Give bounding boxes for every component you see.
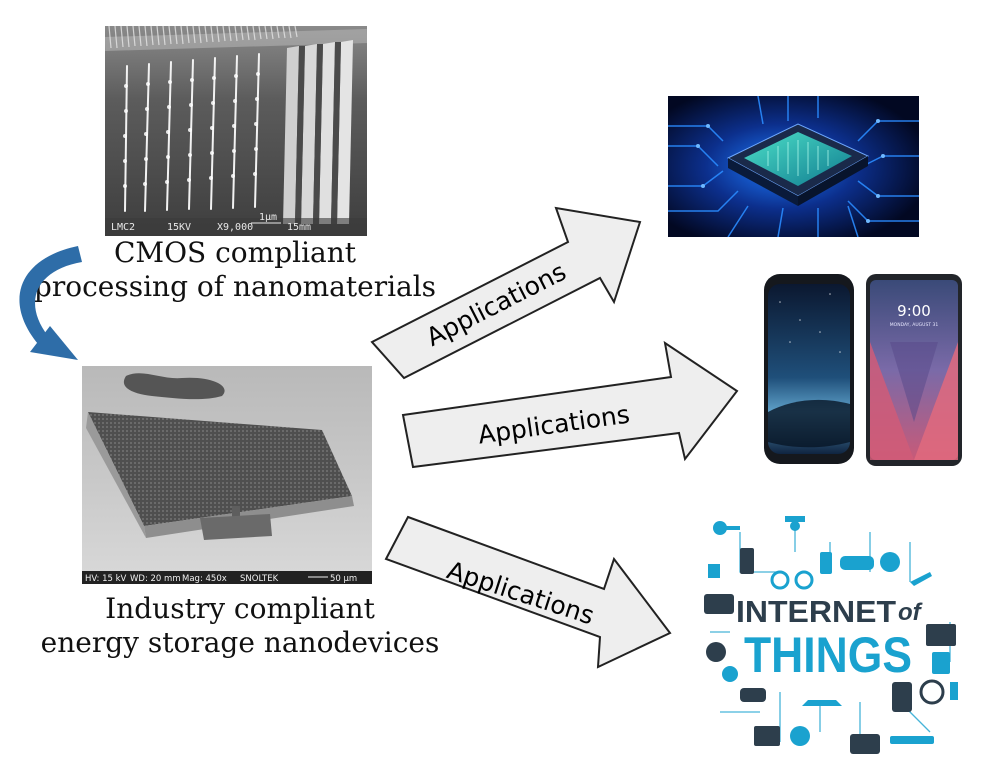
internet-of-things-image: INTERNET of THINGS — [700, 512, 970, 770]
phone-time: 9:00 — [897, 302, 931, 320]
sem-bottom-databar-0: HV: 15 kV — [85, 574, 127, 584]
sem-bottom-databar-3: SNOLTEK — [240, 574, 279, 584]
sem-bottom-databar-2: Mag: 450x — [182, 574, 227, 584]
iot-graphic: INTERNET of THINGS — [704, 516, 958, 754]
smartphones-image: 9:00 MONDAY, AUGUST 31 — [760, 272, 965, 468]
applications-arrow-2: Applications — [401, 340, 739, 469]
caption-energy-storage: Industry compliant energy storage nanode… — [20, 592, 460, 660]
applications-arrow-1: Applications — [370, 206, 642, 380]
smartphones-graphic: 9:00 MONDAY, AUGUST 31 — [764, 274, 962, 466]
nanowire-array-graphic: LMC2 15KV X9,000 1μm 15mm — [105, 26, 367, 236]
curved-process-arrow — [19, 246, 82, 360]
caption-bottom-line1: Industry compliant — [105, 592, 375, 625]
sem-top-databar-1: 15KV — [167, 222, 191, 233]
sem-image-nanowires: LMC2 15KV X9,000 1μm 15mm — [105, 26, 367, 236]
iot-of-text: of — [898, 599, 923, 626]
microchip-graphic — [668, 96, 919, 237]
sem-bottom-databar-4: 50 µm — [330, 574, 357, 584]
iot-things-text: THINGS — [744, 627, 912, 683]
device-micrograph-graphic: HV: 15 kV WD: 20 mm Mag: 450x SNOLTEK 50… — [82, 366, 372, 584]
applications-arrow-3: Applications — [384, 515, 672, 669]
sem-top-databar-2: X9,000 — [217, 222, 253, 233]
iot-internet-text: INTERNET — [736, 594, 896, 629]
sem-top-databar-3: 1μm — [259, 212, 277, 223]
sem-bottom-databar-1: WD: 20 mm — [130, 574, 181, 584]
microchip-image — [668, 96, 919, 237]
caption-top-line2: processing of nanomaterials — [33, 270, 437, 303]
sem-top-databar-0: LMC2 — [111, 222, 135, 233]
sem-image-energy-storage-device: HV: 15 kV WD: 20 mm Mag: 450x SNOLTEK 50… — [82, 366, 372, 584]
caption-bottom-line2: energy storage nanodevices — [40, 626, 440, 659]
phone-date: MONDAY, AUGUST 31 — [890, 322, 939, 328]
sem-top-databar-4: 15mm — [287, 222, 311, 233]
caption-top-line1: CMOS compliant — [113, 236, 357, 269]
caption-cmos-processing: CMOS compliant processing of nanomateria… — [0, 236, 470, 304]
